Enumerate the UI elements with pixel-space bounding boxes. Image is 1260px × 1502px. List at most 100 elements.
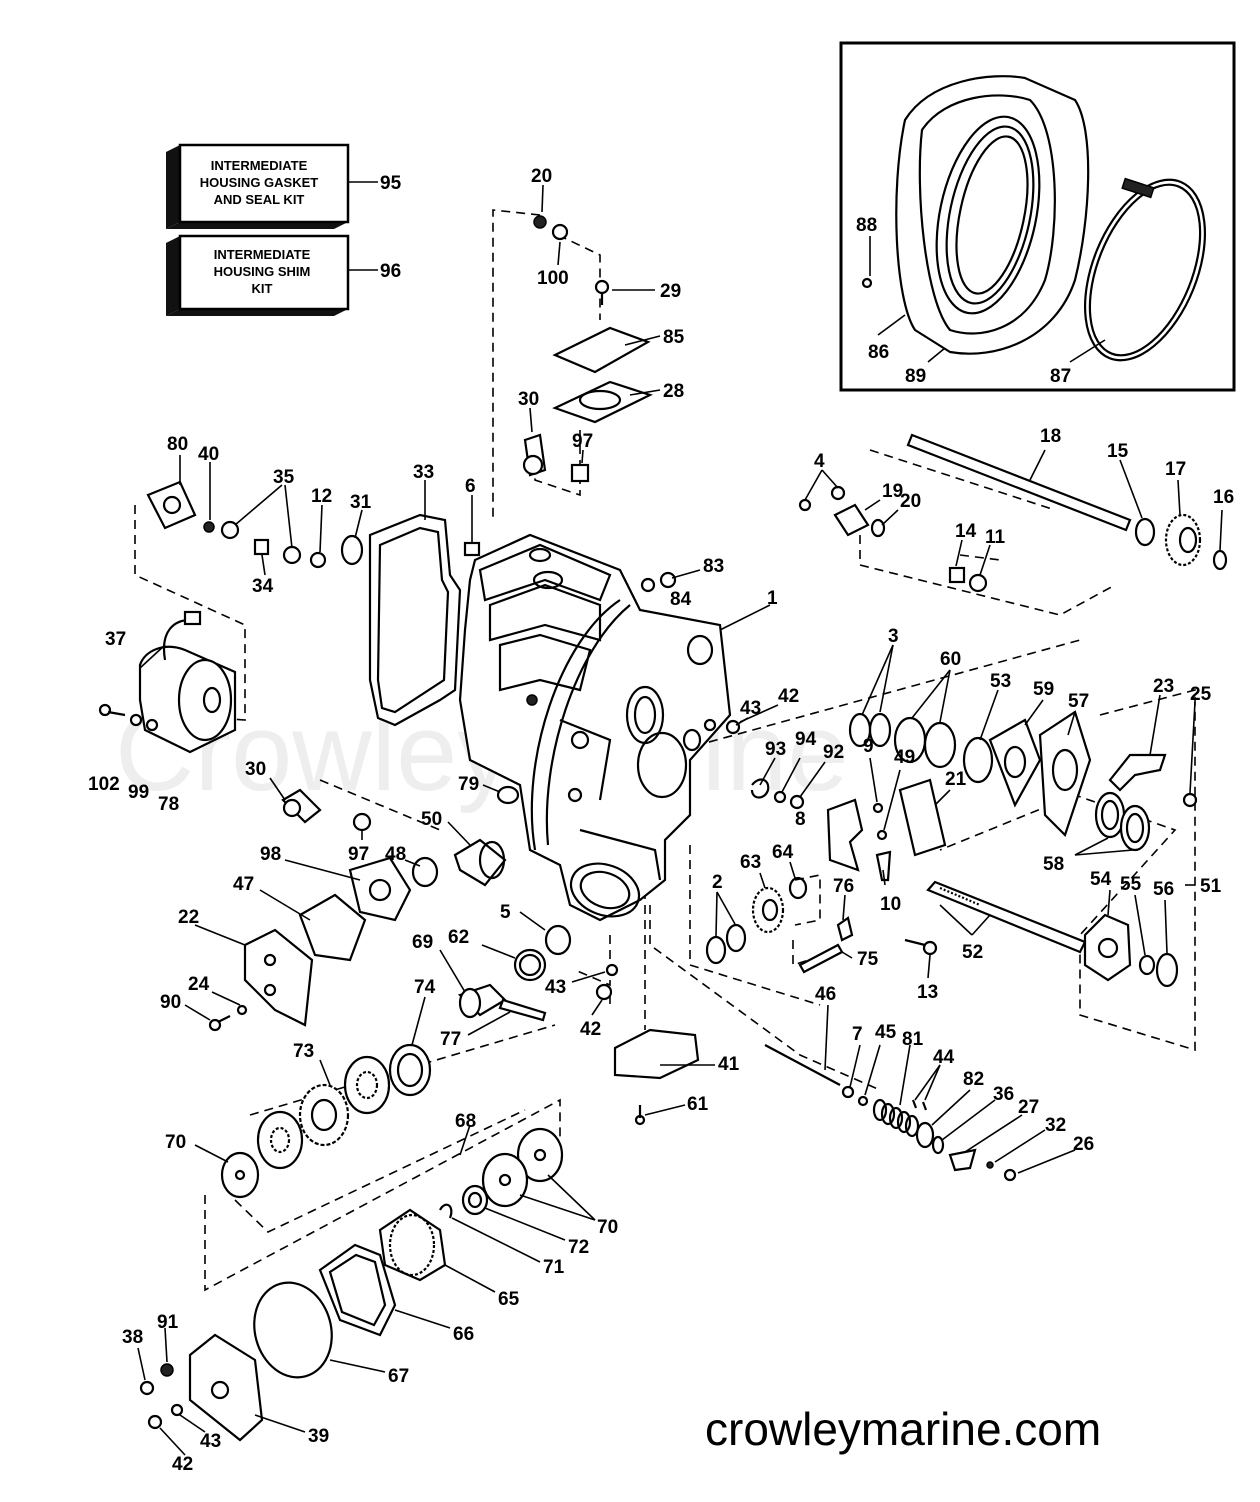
callout-70: 70 <box>165 1132 186 1153</box>
site-watermark: crowleymarine.com <box>705 1403 1101 1455</box>
callout-35: 35 <box>273 467 295 488</box>
callout-81: 81 <box>902 1029 924 1050</box>
kit-label-line: INTERMEDIATE <box>211 158 308 173</box>
callout-41: 41 <box>718 1054 740 1075</box>
callout-89: 89 <box>905 366 926 387</box>
callout-5: 5 <box>500 902 511 923</box>
callout-86: 86 <box>868 342 889 363</box>
callout-49: 49 <box>894 747 915 768</box>
callout-30: 30 <box>518 389 539 410</box>
callout-61: 61 <box>687 1094 709 1115</box>
callout-74: 74 <box>414 977 436 998</box>
callout-36: 36 <box>993 1084 1014 1105</box>
callout-21: 21 <box>945 769 967 790</box>
callout-102: 102 <box>88 774 120 795</box>
callout-20b: 20 <box>900 491 921 512</box>
callout-88: 88 <box>856 215 877 236</box>
small-parts <box>98 215 1228 1442</box>
callout-13: 13 <box>917 982 938 1003</box>
callout-99: 99 <box>128 782 149 803</box>
kit-label-line: HOUSING SHIM <box>214 264 311 279</box>
kit-label-line: HOUSING GASKET <box>200 175 319 190</box>
callout-43: 43 <box>740 698 761 719</box>
callout-20: 20 <box>531 166 552 187</box>
callout-48: 48 <box>385 844 406 865</box>
callout-3: 3 <box>888 626 899 647</box>
callout-10: 10 <box>880 894 901 915</box>
callout-63: 63 <box>740 852 761 873</box>
callout-76: 76 <box>833 876 854 897</box>
callout-77: 77 <box>440 1029 461 1050</box>
intermediate-housing <box>458 533 732 922</box>
callout-87: 87 <box>1050 366 1071 387</box>
kit-label-line: KIT <box>252 281 273 296</box>
callout-45: 45 <box>875 1022 897 1043</box>
callout-58: 58 <box>1043 854 1064 875</box>
callout-29: 29 <box>660 281 681 302</box>
callout-25: 25 <box>1190 684 1212 705</box>
callout-30b: 30 <box>245 759 266 780</box>
callout-80: 80 <box>167 434 188 455</box>
callout-66: 66 <box>453 1324 474 1345</box>
callout-72: 72 <box>568 1237 589 1258</box>
callout-85: 85 <box>663 327 685 348</box>
callout-97b: 97 <box>348 844 369 865</box>
callout-34: 34 <box>252 576 274 597</box>
callout-6: 6 <box>465 476 476 497</box>
callout-26: 26 <box>1073 1134 1094 1155</box>
callout-84: 84 <box>670 589 692 610</box>
callout-40: 40 <box>198 444 219 465</box>
callout-71: 71 <box>543 1257 565 1278</box>
callout-42: 42 <box>778 686 799 707</box>
callout-33: 33 <box>413 462 434 483</box>
callout-32: 32 <box>1045 1115 1066 1136</box>
callout-23: 23 <box>1153 676 1174 697</box>
callout-54: 54 <box>1090 869 1112 890</box>
callout-15: 15 <box>1107 441 1129 462</box>
callout-79: 79 <box>458 774 479 795</box>
callout-67: 67 <box>388 1366 409 1387</box>
callout-82: 82 <box>963 1069 984 1090</box>
callout-46: 46 <box>815 984 836 1005</box>
callout-98: 98 <box>260 844 281 865</box>
callout-70b: 70 <box>597 1217 618 1238</box>
callout-12: 12 <box>311 486 332 507</box>
callout-2: 2 <box>712 872 723 893</box>
kit-box-shim: INTERMEDIATE HOUSING SHIM KIT 96 <box>166 234 401 316</box>
kit-label-line: AND SEAL KIT <box>214 192 305 207</box>
callout-28: 28 <box>663 381 684 402</box>
callout-65: 65 <box>498 1289 520 1310</box>
callout-69: 69 <box>412 932 433 953</box>
callout-17: 17 <box>1165 459 1186 480</box>
callout-50: 50 <box>421 809 442 830</box>
callout-93: 93 <box>765 739 786 760</box>
callout-96: 96 <box>380 261 401 282</box>
callout-68: 68 <box>455 1111 476 1132</box>
callout-57: 57 <box>1068 691 1089 712</box>
callout-18: 18 <box>1040 426 1061 447</box>
callout-52: 52 <box>962 942 983 963</box>
kit-box-gasket-seal: INTERMEDIATE HOUSING GASKET AND SEAL KIT… <box>166 143 402 229</box>
callout-42c: 42 <box>172 1454 193 1475</box>
callout-64: 64 <box>772 842 794 863</box>
leader-lines <box>137 184 1223 1456</box>
callout-56: 56 <box>1153 879 1174 900</box>
callout-73: 73 <box>293 1041 314 1062</box>
callout-8: 8 <box>795 809 806 830</box>
callout-97: 97 <box>572 431 593 452</box>
callout-14: 14 <box>955 521 977 542</box>
callout-90: 90 <box>160 992 181 1013</box>
callout-37: 37 <box>105 629 126 650</box>
callout-27: 27 <box>1018 1097 1039 1118</box>
callout-39: 39 <box>308 1426 329 1447</box>
callout-53: 53 <box>990 671 1011 692</box>
callout-11: 11 <box>985 527 1006 548</box>
callout-75: 75 <box>857 949 879 970</box>
callout-24: 24 <box>188 974 210 995</box>
callout-43b: 43 <box>545 977 566 998</box>
callout-38: 38 <box>122 1327 143 1348</box>
callout-62: 62 <box>448 927 469 948</box>
callout-42b: 42 <box>580 1019 601 1040</box>
callout-43c: 43 <box>200 1431 221 1452</box>
